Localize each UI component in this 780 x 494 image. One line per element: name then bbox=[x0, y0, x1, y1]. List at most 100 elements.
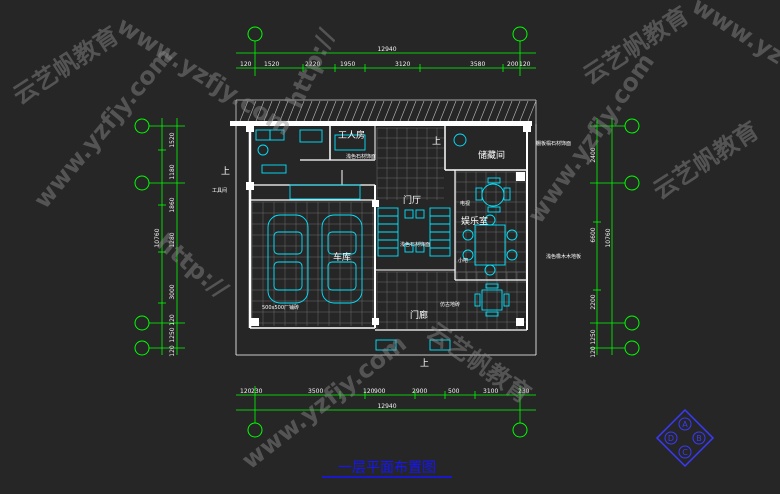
hatch-line bbox=[247, 100, 257, 122]
watermark-11: www.yzfjy.com bbox=[236, 329, 411, 475]
room-labels: 工人房 储藏间 门厅 车库 娱乐室 门廊 bbox=[333, 129, 505, 321]
note-up-2: 上 bbox=[432, 136, 441, 147]
hatch-line bbox=[295, 100, 305, 122]
dim-left-8: 120 bbox=[169, 345, 176, 357]
hatch-line bbox=[479, 100, 489, 122]
dim-left-3: 1860 bbox=[169, 197, 176, 212]
dim-left-total: 10760 bbox=[154, 228, 161, 247]
garage-cabinet bbox=[289, 184, 361, 200]
dim-top-2: 1520 bbox=[264, 61, 279, 68]
hatch-line bbox=[455, 100, 465, 122]
hatch-line bbox=[287, 100, 297, 122]
notes: 工具间 上 上 上 浅色石材饰面 浅色石材饰面 棚板榻石材饰面 500x500厂… bbox=[212, 136, 581, 369]
hatch-line bbox=[255, 100, 265, 122]
hatch-line bbox=[383, 100, 393, 122]
dim-top-3: 2220 bbox=[305, 61, 320, 68]
dim-bottom-9: 230 bbox=[518, 388, 530, 395]
hatch-line bbox=[447, 100, 457, 122]
hatch-line bbox=[359, 100, 369, 122]
dim-right-2: 6600 bbox=[590, 227, 597, 242]
dim-top-total: 12940 bbox=[377, 46, 396, 53]
floor-tile-grid bbox=[251, 127, 527, 329]
room-foyer: 门厅 bbox=[403, 194, 421, 206]
dim-top-4: 1950 bbox=[340, 61, 355, 68]
dim-left-5: 3000 bbox=[169, 284, 176, 299]
note-ent-floor: 浅色橡木木地板 bbox=[546, 253, 581, 260]
dim-bottom-3: 3500 bbox=[308, 388, 323, 395]
car-1 bbox=[267, 214, 309, 304]
dining-table-ent bbox=[462, 214, 518, 276]
note-storage-floor: 棚板榻石材饰面 bbox=[536, 140, 571, 147]
note-tool-room: 工具间 bbox=[212, 187, 227, 194]
hatch-line bbox=[279, 100, 289, 122]
note-tv: 电视 bbox=[460, 200, 470, 207]
furniture bbox=[255, 129, 518, 351]
dim-bottom-5: 900 bbox=[374, 388, 386, 395]
drawing-title: 一层平面布置图 bbox=[338, 460, 436, 476]
dim-left-2: 1180 bbox=[169, 164, 176, 179]
hatch-line bbox=[415, 100, 425, 122]
dim-bottom-6: 2900 bbox=[412, 388, 427, 395]
hatch-line bbox=[263, 100, 273, 122]
dim-bottom-8: 3100 bbox=[483, 388, 498, 395]
dim-right-4: 1250 bbox=[590, 329, 597, 344]
foyer-chairs bbox=[375, 209, 451, 351]
hatch-line bbox=[271, 100, 281, 122]
watermark-5: www.yzfjy.com bbox=[687, 0, 780, 121]
hatch-line bbox=[431, 100, 441, 122]
hatch-line bbox=[471, 100, 481, 122]
logo-letter-b: B bbox=[696, 434, 702, 443]
note-stone-2: 浅色石材饰面 bbox=[400, 241, 430, 248]
dim-left-4: 1280 bbox=[169, 232, 176, 247]
hatch-line bbox=[407, 100, 417, 122]
hatch-line bbox=[527, 100, 537, 122]
hatch-line bbox=[327, 100, 337, 122]
worker-room-fixtures bbox=[255, 129, 467, 156]
hatch-line bbox=[343, 100, 353, 122]
hatch-line bbox=[463, 100, 473, 122]
hatch-line bbox=[439, 100, 449, 122]
room-entertainment: 娱乐室 bbox=[461, 215, 488, 227]
dim-top-8: 120 bbox=[519, 61, 531, 68]
hatch-line bbox=[303, 100, 313, 122]
dim-bottom-2: 230 bbox=[251, 388, 263, 395]
dim-bottom-7: 500 bbox=[448, 388, 460, 395]
tool-shelf bbox=[261, 164, 287, 174]
hatch-line bbox=[391, 100, 401, 122]
note-up-3: 上 bbox=[420, 358, 429, 369]
dim-top-6: 3580 bbox=[470, 61, 485, 68]
room-porch: 门廊 bbox=[410, 309, 428, 321]
hatch-line bbox=[511, 100, 521, 122]
hatch-lines bbox=[239, 100, 537, 122]
dim-left-6: 120 bbox=[169, 314, 176, 326]
watermark-1: 云艺帆教育 bbox=[8, 21, 124, 110]
hatch-line bbox=[519, 100, 529, 122]
dim-left-7: 1250 bbox=[169, 327, 176, 342]
note-porch-floor: 仿古地砖 bbox=[440, 301, 460, 308]
columns bbox=[246, 124, 531, 326]
hatch-line bbox=[487, 100, 497, 122]
dim-right-3: 2200 bbox=[590, 294, 597, 309]
room-storage: 储藏间 bbox=[478, 149, 505, 161]
note-small: 小吧 bbox=[458, 257, 468, 264]
dim-right-5: 120 bbox=[590, 346, 597, 358]
dim-right-total: 10760 bbox=[605, 228, 612, 247]
hatch-line bbox=[319, 100, 329, 122]
hatch-line bbox=[423, 100, 433, 122]
dim-top-5: 3120 bbox=[395, 61, 410, 68]
logo-letter-d: D bbox=[668, 434, 674, 443]
hatch-line bbox=[351, 100, 361, 122]
watermark-8: http:// bbox=[151, 228, 234, 304]
hatch-line bbox=[367, 100, 377, 122]
logo: A B C D bbox=[655, 408, 715, 468]
hatch-line bbox=[335, 100, 345, 122]
hatch-line bbox=[239, 100, 249, 122]
stair-foyer bbox=[377, 207, 451, 257]
dim-bottom-1: 120 bbox=[240, 388, 252, 395]
hatch-line bbox=[495, 100, 505, 122]
dim-bottom-total: 12940 bbox=[377, 403, 396, 410]
hatch-line bbox=[311, 100, 321, 122]
dim-top-1: 120 bbox=[240, 61, 252, 68]
